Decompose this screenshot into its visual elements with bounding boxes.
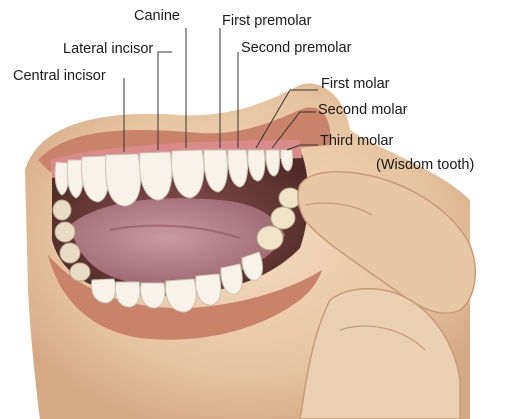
label-first-molar: First molar [321, 76, 389, 92]
label-third-molar: Third molar [320, 133, 393, 149]
label-wisdom-tooth: (Wisdom tooth) [376, 157, 474, 173]
label-first-premolar: First premolar [222, 13, 311, 29]
label-second-molar: Second molar [318, 102, 407, 118]
label-lateral-incisor: Lateral incisor [63, 41, 153, 57]
label-central-incisor: Central incisor [13, 68, 106, 84]
label-second-premolar: Second premolar [241, 40, 351, 56]
label-canine: Canine [134, 8, 180, 24]
